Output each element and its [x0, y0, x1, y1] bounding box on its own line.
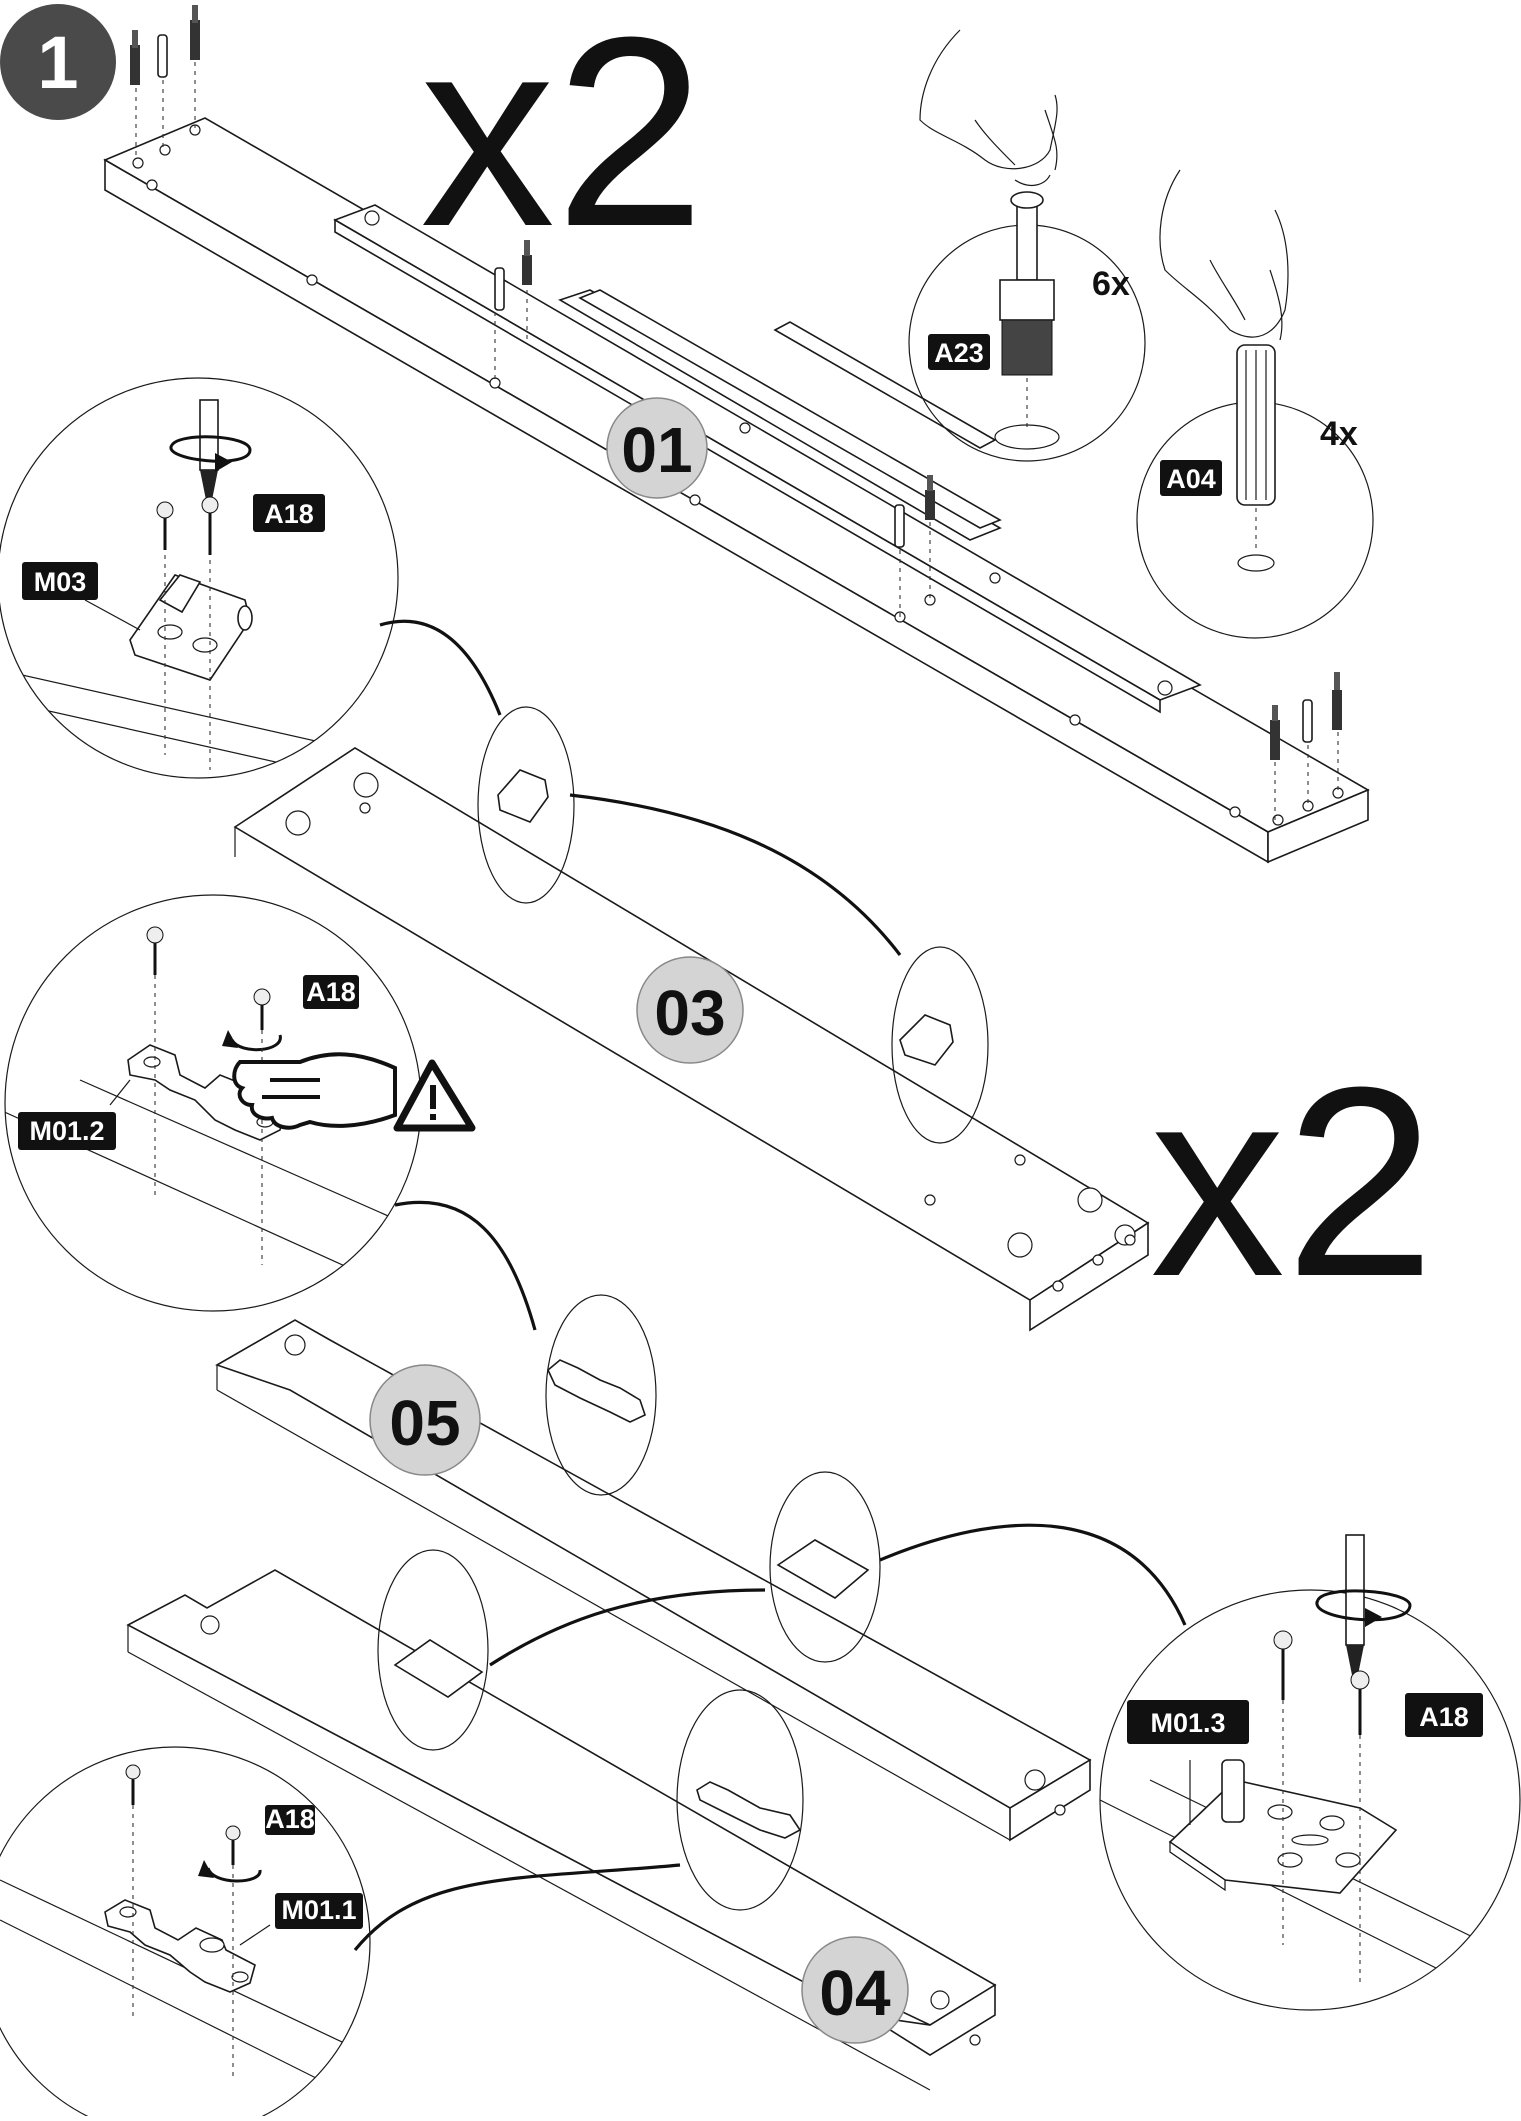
detail-a23: A23 6x	[908, 29, 1146, 462]
detail-m011: A18 M01.1	[0, 1746, 371, 2121]
leader-line	[569, 793, 902, 956]
label-m011: M01.1	[281, 1895, 356, 1925]
screwdriver-icon	[1315, 1534, 1412, 1675]
screw-icon	[146, 926, 271, 1030]
label-a18-m013: A18	[1419, 1702, 1469, 1732]
leader-line	[353, 1863, 681, 1952]
drawer-slide-rail	[333, 204, 1202, 714]
part-number-01: 01	[621, 414, 692, 486]
warning-triangle-icon	[393, 1059, 476, 1132]
part-number-05: 05	[389, 1387, 460, 1459]
step-number: 1	[37, 21, 78, 104]
screwdriver-icon	[169, 399, 252, 500]
detail-m012: A18 M01.2	[4, 894, 476, 1312]
detail-m013: M01.3 A18	[1099, 1534, 1521, 2011]
quantity-a23: 6x	[1092, 265, 1130, 303]
label-a18-m03: A18	[264, 499, 314, 529]
part-number-03: 03	[654, 977, 725, 1049]
leader-line	[394, 1200, 537, 1331]
screw-icon	[125, 1764, 241, 1865]
label-a04: A04	[1166, 464, 1216, 494]
screw-icon	[1273, 1630, 1370, 1735]
step-badge: 1	[0, 4, 116, 120]
leader-line	[489, 1588, 766, 1667]
label-a18-m011: A18	[265, 1804, 315, 1834]
detail-m03: A18 M03	[0, 377, 399, 779]
label-m012: M01.2	[29, 1116, 104, 1146]
wooden-dowel-icon	[157, 34, 1313, 743]
rotation-arrow-icon	[222, 1030, 282, 1052]
part-number-04: 04	[819, 1957, 891, 2029]
label-a18-m012: A18	[306, 977, 356, 1007]
detail-a04: A04 4x	[1136, 169, 1374, 639]
label-m03: M03	[34, 567, 87, 597]
bracket-m011	[104, 1899, 256, 1993]
hand-pointer-icon	[232, 1052, 397, 1130]
label-m013: M01.3	[1150, 1708, 1225, 1738]
cam-bolt-icon	[130, 5, 1342, 760]
screw-icon	[156, 496, 219, 555]
panel-03: 03	[233, 706, 1150, 1332]
bracket-m03	[129, 574, 253, 681]
quantity-a04: 4x	[1320, 415, 1358, 453]
quantity-multiplier-top: x2	[420, 0, 705, 283]
leader-line	[379, 619, 502, 716]
panel-05: 05	[215, 1294, 1092, 1842]
label-a23: A23	[934, 338, 984, 368]
rotation-arrow-icon	[198, 1860, 262, 1883]
quantity-multiplier-bottom: x2	[1150, 1032, 1435, 1333]
panel-01: 01	[103, 5, 1370, 864]
panel-04: 04	[126, 1549, 997, 2091]
leader-line	[879, 1523, 1187, 1626]
